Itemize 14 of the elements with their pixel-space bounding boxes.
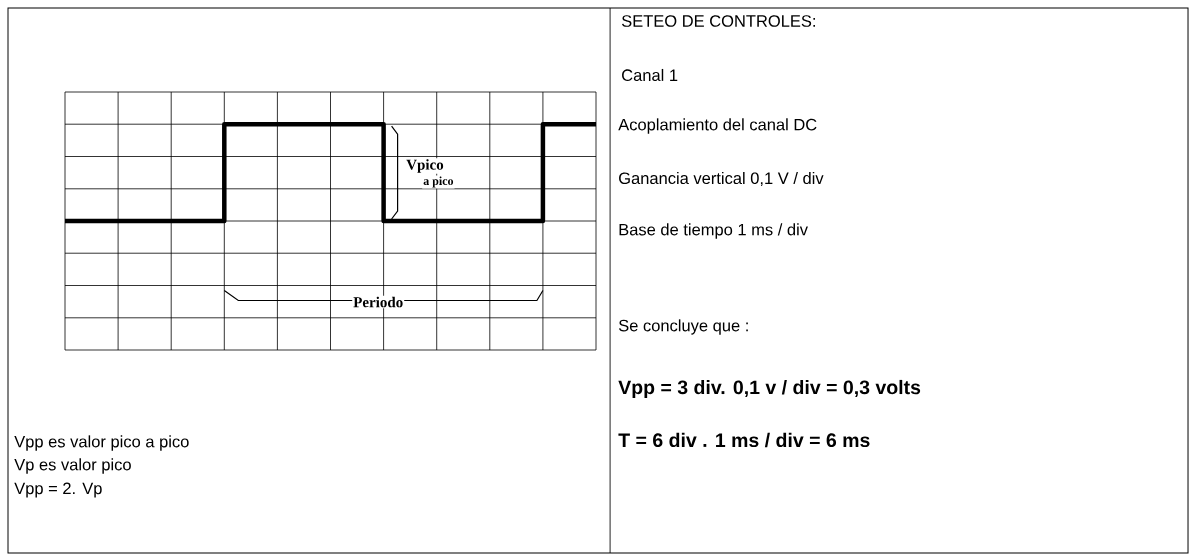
label-text: Periodo <box>352 295 405 309</box>
label-text: Vpp es valor pico a pico <box>13 434 191 452</box>
label-text: T = 6 div . 1 ms / div = 6 ms <box>617 431 872 449</box>
label-text: Ganancia vertical 0,1 V / div <box>617 170 825 188</box>
label-text: a pico <box>422 175 455 189</box>
label-text: SETEO DE CONTROLES: <box>620 14 818 28</box>
label-text: Vp es valor pico <box>13 457 133 475</box>
label-text: Vpp = 3 div. 0,1 v / div = 0,3 volts <box>617 378 922 400</box>
label-text: Base de tiempo 1 ms / div <box>617 222 810 240</box>
label-text: Se concluye que : <box>617 318 751 336</box>
label-text: Acoplamiento del canal DC <box>617 117 819 135</box>
label-text: Vpp = 2. Vp <box>13 481 104 499</box>
label-text: Canal 1 <box>620 67 680 83</box>
label-text: Vpico <box>405 158 445 174</box>
